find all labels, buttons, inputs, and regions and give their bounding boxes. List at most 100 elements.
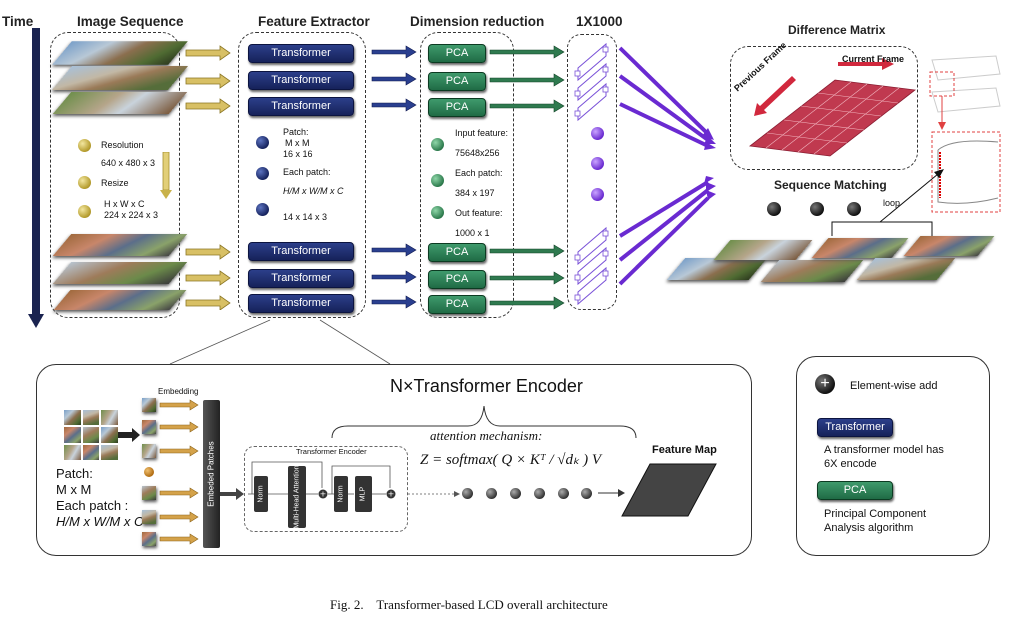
resize-formula: H x W x C bbox=[104, 199, 145, 209]
embedded-patches-bar bbox=[203, 400, 220, 548]
out-feature-label: Out feature: bbox=[455, 208, 503, 218]
legend-box bbox=[796, 356, 990, 556]
patch-grid bbox=[64, 410, 118, 460]
embedding-patch bbox=[142, 532, 156, 546]
resize-label: Resize bbox=[101, 178, 129, 188]
patch-dot bbox=[256, 136, 269, 149]
zoom-lines bbox=[169, 319, 391, 365]
svg-text:+: + bbox=[388, 490, 395, 499]
embedding-label: Embedding bbox=[158, 387, 199, 396]
feature-map-label: Feature Map bbox=[652, 444, 717, 456]
encoder-title: N×Transformer Encoder bbox=[390, 376, 583, 396]
pca-block: PCA bbox=[428, 243, 486, 262]
vector-header: 1X1000 bbox=[576, 14, 623, 29]
sequence-frame bbox=[713, 240, 813, 260]
out-feature-value: 1000 x 1 bbox=[455, 228, 490, 238]
transformer-block: Transformer bbox=[248, 294, 354, 313]
patch-value: 16 x 16 bbox=[283, 149, 313, 159]
pca-block: PCA bbox=[428, 98, 486, 117]
token-dot bbox=[486, 488, 497, 499]
resolution-value: 640 x 480 x 3 bbox=[101, 158, 156, 168]
legend-pca-block: PCA bbox=[817, 481, 893, 500]
gold-arrows bbox=[185, 45, 231, 310]
sequence-frame bbox=[666, 258, 768, 280]
patch-label: Patch: bbox=[56, 466, 93, 481]
vector-ellipsis-dot bbox=[591, 188, 604, 201]
encoder-brace bbox=[331, 405, 637, 439]
embedding-patch bbox=[142, 398, 156, 412]
difference-matrix-header: Difference Matrix bbox=[788, 23, 886, 37]
svg-text:+: + bbox=[320, 490, 327, 499]
each-patch-formula: H/M x W/M x C bbox=[56, 514, 144, 529]
to-feature-map-arrow bbox=[598, 489, 625, 497]
embedding-patch bbox=[142, 510, 156, 524]
transformer-block: Transformer bbox=[248, 242, 354, 261]
transformer-block: Transformer bbox=[248, 71, 354, 90]
legend-pca-desc: Analysis algorithm bbox=[824, 522, 914, 534]
norm-label: Norm bbox=[337, 485, 345, 503]
embedding-patch bbox=[142, 444, 156, 458]
sequence-frame bbox=[760, 260, 864, 282]
transformer-block: Transformer bbox=[248, 97, 354, 116]
blue-arrows bbox=[371, 45, 417, 309]
figure-caption: Fig. 2. Transformer-based LCD overall ar… bbox=[330, 597, 608, 612]
sequence-frame bbox=[903, 236, 995, 256]
purple-arrows bbox=[618, 46, 716, 286]
legend-transformer-desc: A transformer model has bbox=[824, 444, 944, 456]
embedding-arrows bbox=[159, 399, 199, 545]
norm-label: Norm bbox=[257, 485, 265, 503]
sequence-frame bbox=[811, 238, 909, 258]
each-patch-value-dot bbox=[256, 203, 269, 216]
legend-transformer-desc: 6X encode bbox=[824, 458, 877, 470]
mha-block bbox=[288, 466, 306, 528]
sequence-matching-header: Sequence Matching bbox=[774, 178, 887, 192]
transformer-block: Transformer bbox=[248, 269, 354, 288]
dimension-reduction-header: Dimension reduction bbox=[410, 14, 545, 29]
input-feature-dot bbox=[431, 138, 444, 151]
out-feature-dot bbox=[431, 206, 444, 219]
each-patch-value: 384 x 197 bbox=[455, 188, 495, 198]
patch-formula: M x M bbox=[56, 482, 92, 497]
each-patch-formula: H/M x W/M x C bbox=[283, 186, 344, 196]
vector-ellipsis-dot bbox=[591, 157, 604, 170]
sequence-ellipsis-dot bbox=[767, 202, 781, 216]
feature-extractor-header: Feature Extractor bbox=[258, 14, 370, 29]
resize-value-dot bbox=[78, 205, 91, 218]
image-frame bbox=[51, 66, 189, 90]
loop-label: loop bbox=[883, 198, 901, 208]
sequence-ellipsis-dot bbox=[810, 202, 824, 216]
vector-ellipsis-dot bbox=[591, 127, 604, 140]
input-feature-value: 75648x256 bbox=[455, 148, 500, 158]
feature-extractor-box bbox=[238, 32, 366, 318]
vector-box bbox=[567, 34, 617, 310]
token-dot bbox=[510, 488, 521, 499]
each-patch-label: Each patch : bbox=[56, 498, 129, 513]
patch-formula: M x M bbox=[285, 138, 310, 148]
token-dot bbox=[581, 488, 592, 499]
pca-block: PCA bbox=[428, 295, 486, 314]
token-dot bbox=[462, 488, 473, 499]
mlp-label: MLP bbox=[359, 486, 367, 502]
embedded-patches-label: Embeded Patches bbox=[206, 441, 216, 507]
resize-value: 224 x 224 x 3 bbox=[104, 210, 159, 220]
each-patch-dot bbox=[256, 167, 269, 180]
pca-block: PCA bbox=[428, 72, 486, 91]
green-arrows bbox=[489, 45, 565, 310]
attention-formula: Z = softmax( Q × Kᵀ / √dₖ ) V bbox=[420, 452, 602, 468]
token-dot bbox=[558, 488, 569, 499]
add-icon: + bbox=[815, 374, 835, 394]
norm-block bbox=[334, 476, 348, 512]
each-patch-value: 14 x 14 x 3 bbox=[283, 212, 328, 222]
embedding-ellipsis-dot bbox=[144, 467, 154, 477]
encoder-flow: + + bbox=[248, 461, 396, 499]
patch-label: Patch: bbox=[283, 127, 309, 137]
embedding-patch bbox=[142, 420, 156, 434]
pca-block: PCA bbox=[428, 44, 486, 63]
legend-pca-desc: Principal Component bbox=[824, 508, 927, 520]
sequence-frame bbox=[856, 258, 956, 280]
mha-label: Multi-Head Attention bbox=[293, 465, 301, 529]
vector-stack bbox=[574, 42, 609, 306]
resolution-label: Resolution bbox=[101, 140, 144, 150]
current-frame-label: Current Frame bbox=[842, 54, 905, 64]
embedding-patch bbox=[142, 486, 156, 500]
